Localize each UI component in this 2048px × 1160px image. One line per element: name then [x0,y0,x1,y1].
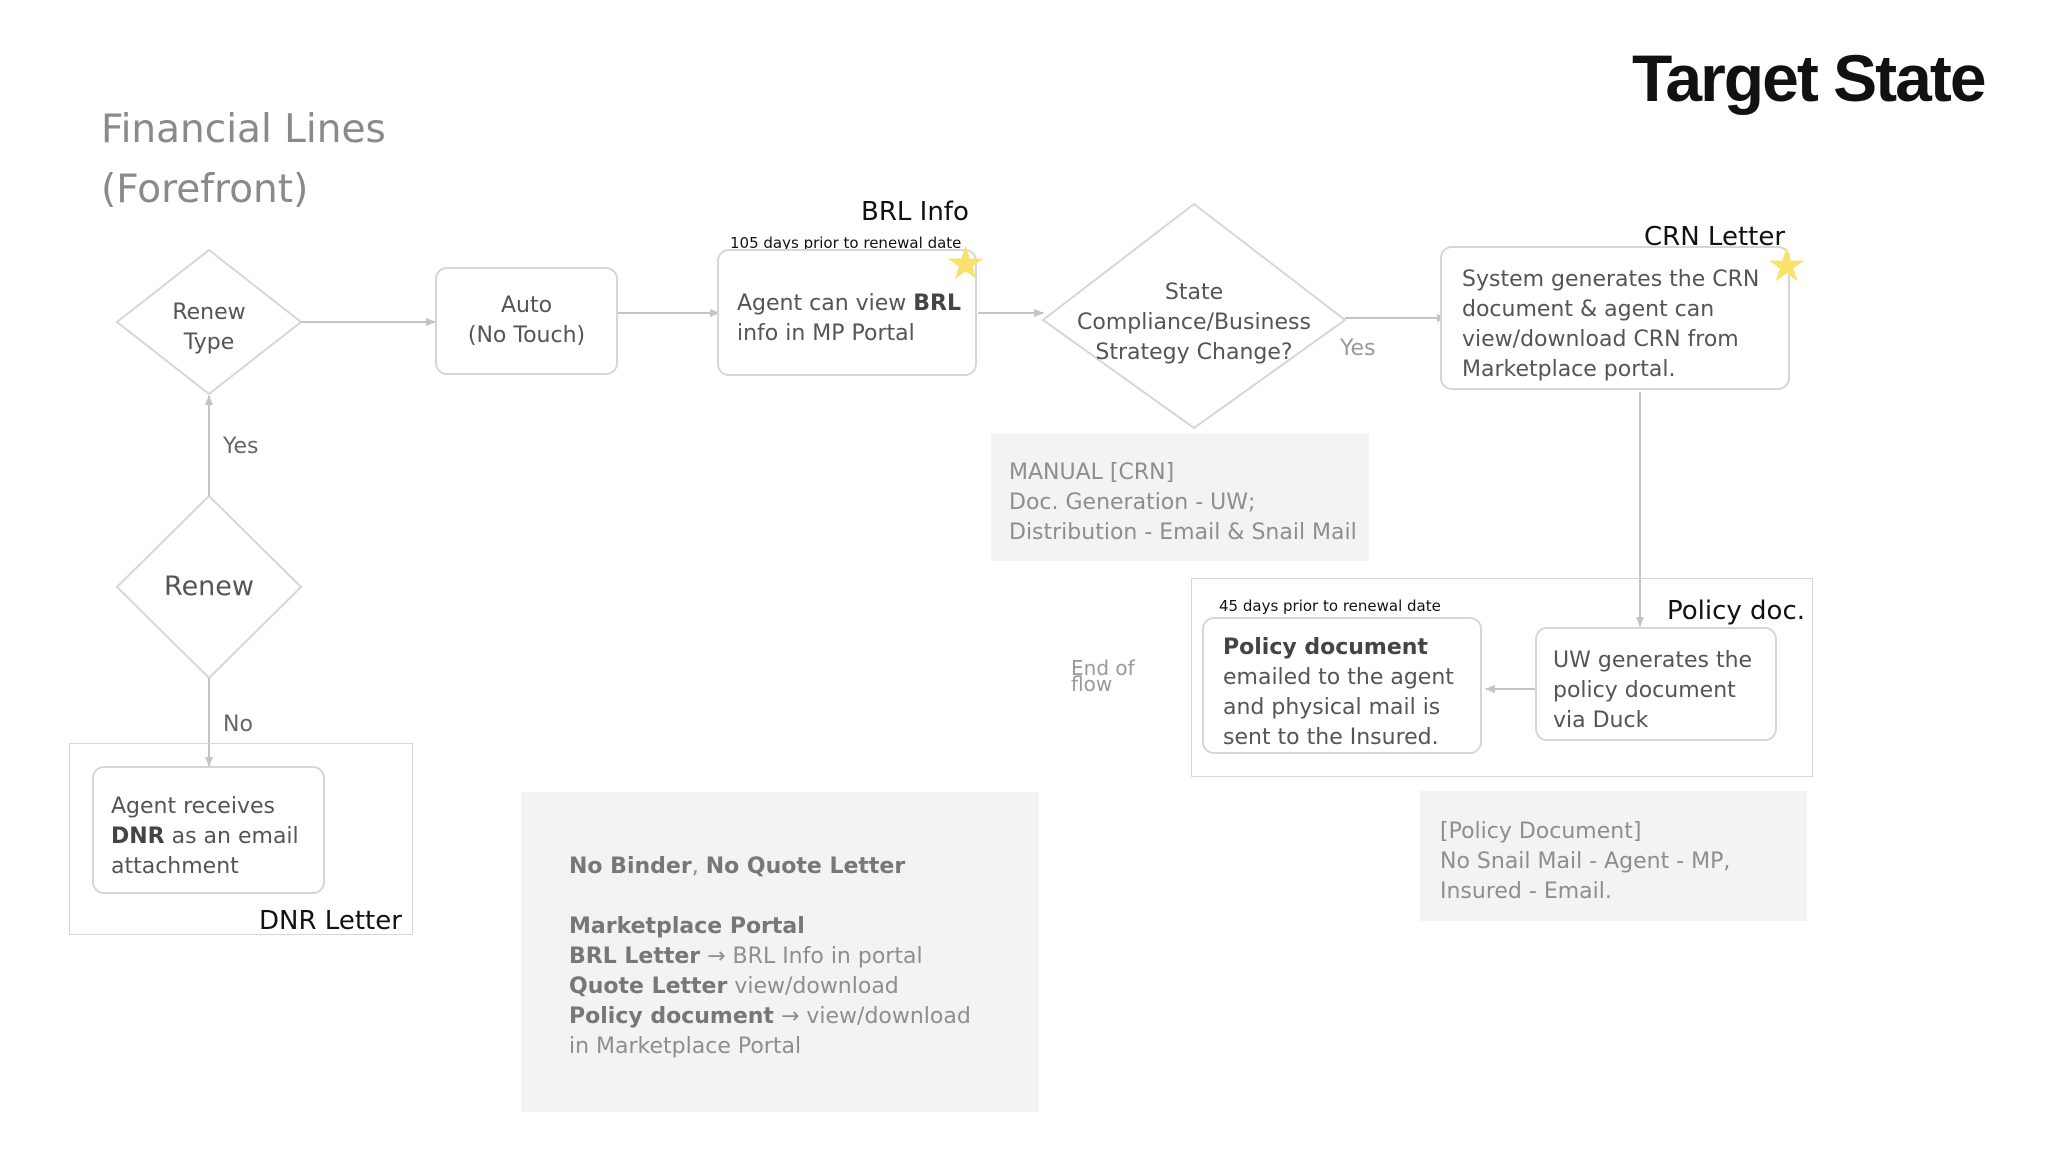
yes-label-up: Yes [223,434,259,459]
page-title: Target State [1632,41,1987,115]
brl-info-box: Agent can view BRL info in MP Portal [717,249,977,376]
manual-crn-note: MANUAL [CRN] Doc. Generation - UW; Distr… [991,434,1369,561]
policy-document-note: [Policy Document] No Snail Mail - Agent … [1420,791,1807,921]
crn-letter-box: System generates the CRN document & agen… [1440,246,1790,390]
policy-doc-heading: Policy doc. [1667,596,1806,626]
dnr-box: Agent receives DNR as an email attachmen… [92,766,325,894]
summary-note: No Binder, No Quote Letter Marketplace P… [521,792,1039,1112]
yes-label-state: Yes [1340,336,1376,361]
no-label-down: No [223,712,253,737]
end-of-flow-label: End of flow [1071,656,1135,696]
brl-days-note: 105 days prior to renewal date [730,234,962,252]
dnr-letter-heading: DNR Letter [259,906,402,936]
policy-doc-frame [1191,578,1813,777]
policy-document-box: Policy document emailed to the agent and… [1202,617,1482,754]
state-compliance-diamond [1041,202,1347,430]
star-icon: ★ [1766,238,1808,292]
renew-type-diamond [115,248,303,396]
page-subtitle: Financial Lines (Forefront) [101,107,386,212]
auto-no-touch-box: Auto (No Touch) [435,267,618,375]
policy-days-note: 45 days prior to renewal date [1219,597,1441,615]
brl-info-heading: BRL Info [861,197,969,227]
renew-type-label: Renew Type [172,300,246,355]
dnr-letter-frame [69,743,413,935]
renew-label: Renew [164,571,254,602]
uw-generates-box: UW generates the policy document via Duc… [1535,627,1777,741]
star-icon: ★ [945,236,987,290]
state-compliance-label: State Compliance/Business Strategy Chang… [1077,280,1311,365]
